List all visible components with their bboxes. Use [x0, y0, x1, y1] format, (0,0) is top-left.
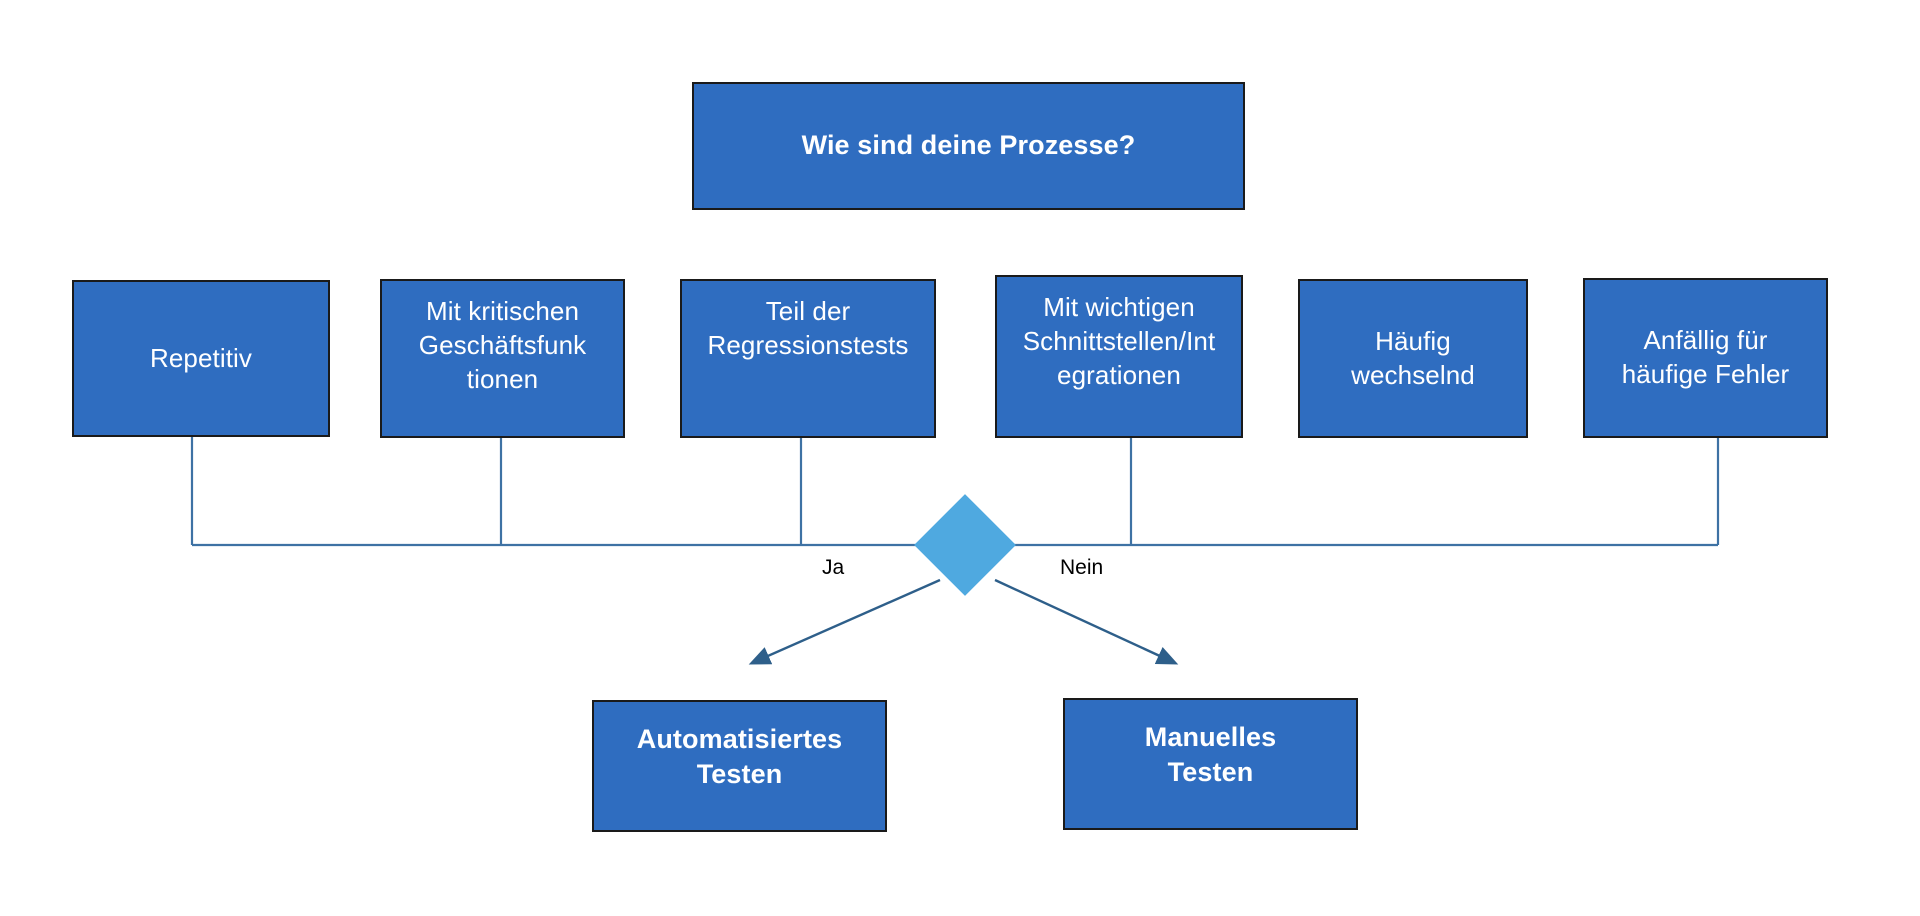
node-criteria-haeufig-wechselnd[interactable]: Häufig wechselnd	[1298, 279, 1528, 438]
node-criteria-repetitiv[interactable]: Repetitiv	[72, 280, 330, 437]
node-result-manuelles-testen[interactable]: Manuelles Testen	[1063, 698, 1358, 830]
decision-diamond-icon[interactable]	[914, 494, 1016, 596]
arrow-to-manuelles-testen	[994, 578, 1179, 665]
node-criteria-schnittstellen[interactable]: Mit wichtigen Schnittstellen/Int egratio…	[995, 275, 1243, 438]
node-root-question[interactable]: Wie sind deine Prozesse?	[692, 82, 1245, 210]
edge-label-ja: Ja	[822, 556, 845, 579]
node-result-automatisiertes-testen[interactable]: Automatisiertes Testen	[592, 700, 887, 832]
arrow-to-automatisiertes-testen	[748, 578, 941, 665]
node-criteria-haeufige-fehler[interactable]: Anfällig für häufige Fehler	[1583, 278, 1828, 438]
node-criteria-regressionstests[interactable]: Teil der Regressionstests	[680, 279, 936, 438]
edge-label-nein: Nein	[1060, 556, 1104, 579]
node-criteria-kritische-funktionen[interactable]: Mit kritischen Geschäftsfunk tionen	[380, 279, 625, 438]
